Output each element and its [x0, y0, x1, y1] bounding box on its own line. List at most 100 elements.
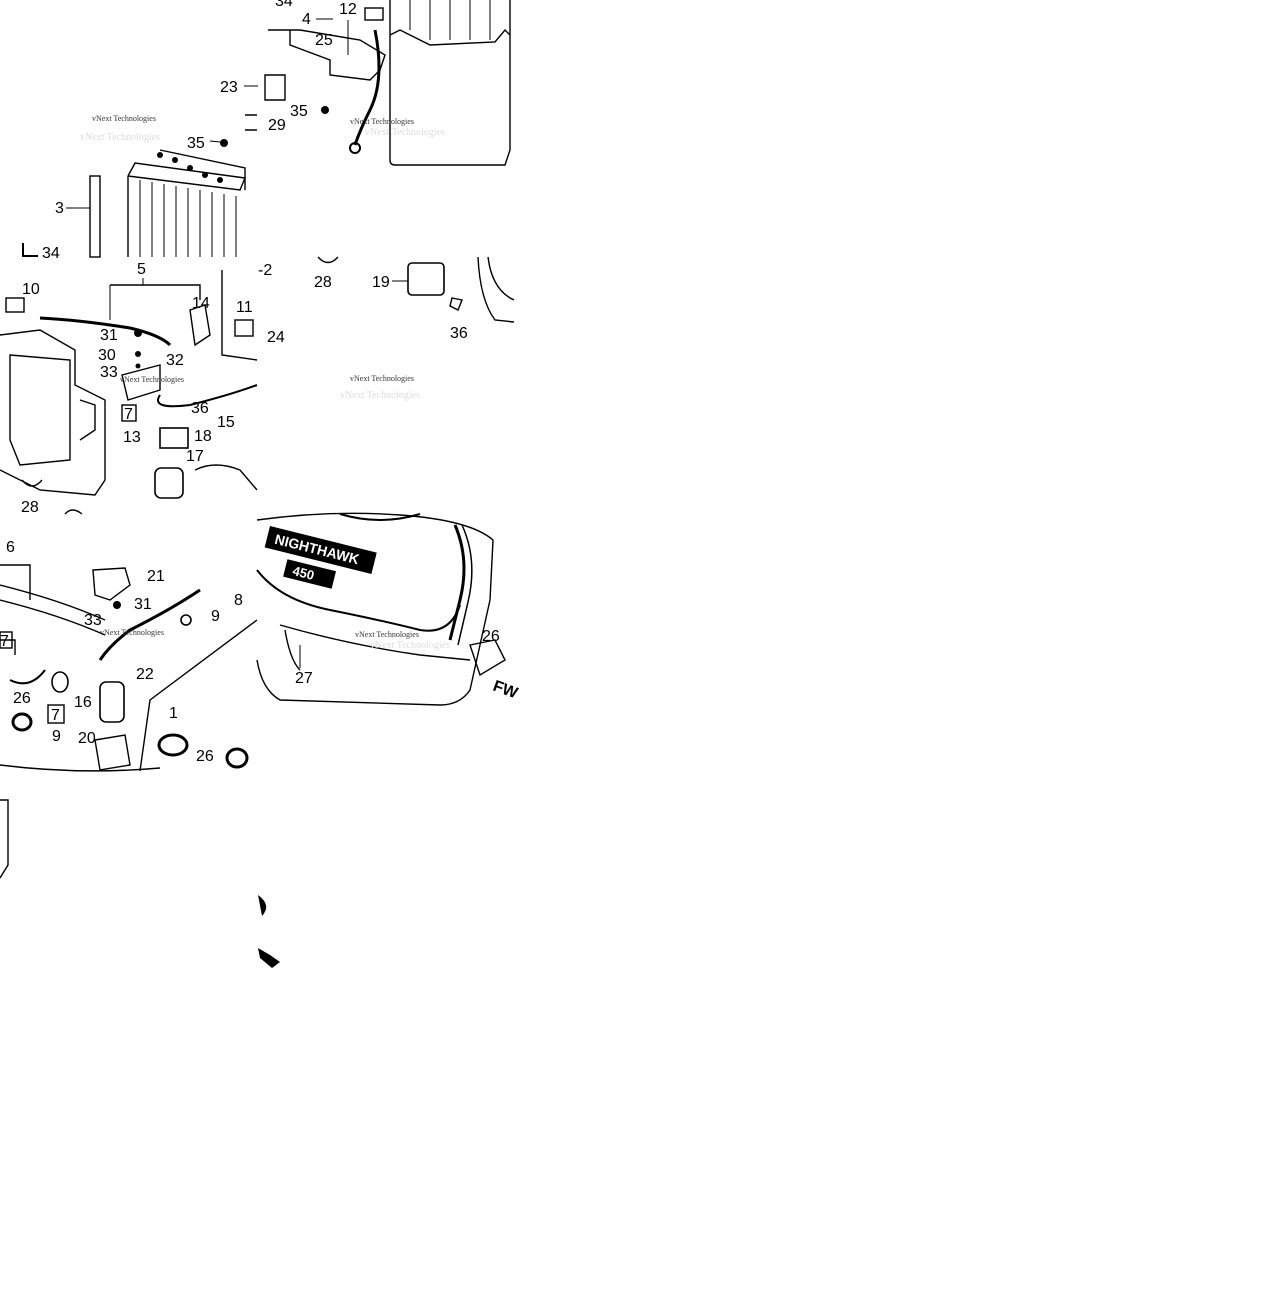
label-16: 16 — [74, 694, 92, 711]
grommet-26b — [225, 747, 249, 769]
fragment-grommet — [258, 895, 267, 916]
label-33b: 33 — [84, 612, 102, 629]
bracket-6 — [0, 564, 31, 600]
tile-battery-case: 34 4 12 25 23 29 35 vNext Technologies v… — [220, 0, 511, 166]
ref-box-7 — [47, 704, 65, 724]
label-24: 24 — [267, 329, 285, 346]
nut-icon — [113, 601, 121, 609]
cap-icon — [5, 297, 25, 313]
label-4: 4 — [302, 11, 311, 28]
fender-edge — [194, 464, 258, 491]
cover-left-flange — [284, 629, 301, 671]
harness-lines — [0, 584, 106, 636]
label-31: 31 — [100, 327, 118, 344]
cover-top-curve — [339, 513, 421, 521]
bulb-icon — [51, 671, 69, 693]
bracket-7 — [0, 639, 16, 655]
relay-11 — [234, 319, 254, 337]
label-5: 5 — [137, 261, 146, 278]
battery-box-rim — [389, 28, 511, 46]
label-11: 11 — [236, 299, 253, 316]
solenoid-17 — [154, 467, 184, 499]
mount-13 — [79, 399, 96, 441]
label-27: 27 — [295, 670, 313, 687]
label-26b: 26 — [196, 748, 214, 765]
label-18: 18 — [194, 428, 212, 445]
bracket-5 — [110, 284, 201, 300]
frame-curve-inner — [487, 256, 515, 301]
label-9: 9 — [211, 608, 220, 625]
condenser-16 — [99, 681, 125, 723]
nighthawk-emblem: NIGHTHAWK 450 — [264, 526, 377, 589]
washer-icon — [135, 363, 141, 369]
label-1: 1 — [169, 705, 178, 722]
label-13: 13 — [123, 429, 141, 446]
watermark-ghost: vNext Technologies — [365, 127, 445, 138]
battery-box-ribs — [409, 0, 491, 40]
label-30: 30 — [98, 347, 116, 364]
label-17: 17 — [186, 448, 204, 465]
frame-curve — [477, 256, 515, 323]
tile-battery: 35 3 34 vNext Technologies vNext Technol… — [22, 114, 257, 262]
frame-edge — [139, 619, 258, 772]
holder-inner — [9, 354, 71, 466]
label-6: 6 — [6, 539, 15, 556]
watermark: vNext Technologies — [350, 374, 414, 383]
bolt-icon — [220, 139, 228, 147]
watermark: vNext Technologies — [100, 628, 164, 637]
battery-cable — [353, 29, 381, 146]
watermark: vNext Technologies — [92, 114, 156, 123]
label-19: 19 — [372, 274, 390, 291]
label-34: 34 — [42, 245, 60, 262]
label-36-right: 36 — [450, 325, 468, 342]
tile-wiring: 6 21 31 8 9 33 7 22 26 16 7 9 20 1 26 vN… — [0, 539, 258, 772]
regulator-19 — [407, 262, 445, 296]
emblem-number: 450 — [291, 563, 316, 583]
nut-icon — [134, 329, 142, 337]
battery-terminals — [157, 152, 223, 183]
label-35: 35 — [187, 135, 205, 152]
label-28-right: 28 — [314, 274, 332, 291]
bottom-edge — [0, 764, 161, 772]
breather-tube — [89, 175, 101, 258]
watermark-ghost: vNext Technologies — [340, 390, 420, 401]
part-21 — [92, 567, 131, 601]
cable-10 — [39, 316, 172, 347]
label-9b: 9 — [52, 728, 61, 745]
label-34-top: 34 — [275, 0, 293, 10]
label-36: 36 — [191, 400, 209, 417]
label-26: 26 — [13, 690, 31, 707]
fwd-indicator: FW — [491, 678, 521, 703]
label-8: 8 — [234, 592, 243, 609]
side-cover-outline — [256, 512, 494, 706]
emblem-text: NIGHTHAWK — [273, 531, 361, 567]
label-14: 14 — [192, 295, 210, 312]
tile-side-cover: NIGHTHAWK 450 26 27 FW vNext Technologie… — [256, 512, 521, 706]
label-15: 15 — [217, 414, 235, 431]
label-32: 32 — [166, 352, 184, 369]
tile-harness: 5 10 14 11 24 31 30 32 33 7 36 15 13 18 … — [0, 261, 285, 516]
cable-15 — [157, 384, 258, 408]
box-edge — [221, 270, 258, 361]
cover-stripe-inner — [457, 524, 473, 646]
fragments — [0, 799, 280, 968]
label-12: 12 — [339, 1, 357, 18]
label-10: 10 — [22, 281, 40, 298]
grommet-1 — [157, 733, 189, 757]
part-20 — [94, 734, 131, 771]
label-31b: 31 — [134, 596, 152, 613]
label-26c: 26 — [482, 628, 500, 645]
pad-29 — [264, 74, 286, 101]
clip-36 — [449, 297, 463, 311]
watermark: vNext Technologies — [355, 630, 419, 639]
ref-box-7 — [121, 404, 137, 422]
label-7b: 7 — [0, 633, 9, 650]
cable-eye — [349, 142, 361, 154]
label-28: 28 — [21, 499, 39, 516]
label-35b: 35 — [290, 103, 308, 120]
label-2: -2 — [258, 262, 272, 279]
washer-icon — [135, 351, 141, 357]
part-14 — [189, 304, 211, 347]
